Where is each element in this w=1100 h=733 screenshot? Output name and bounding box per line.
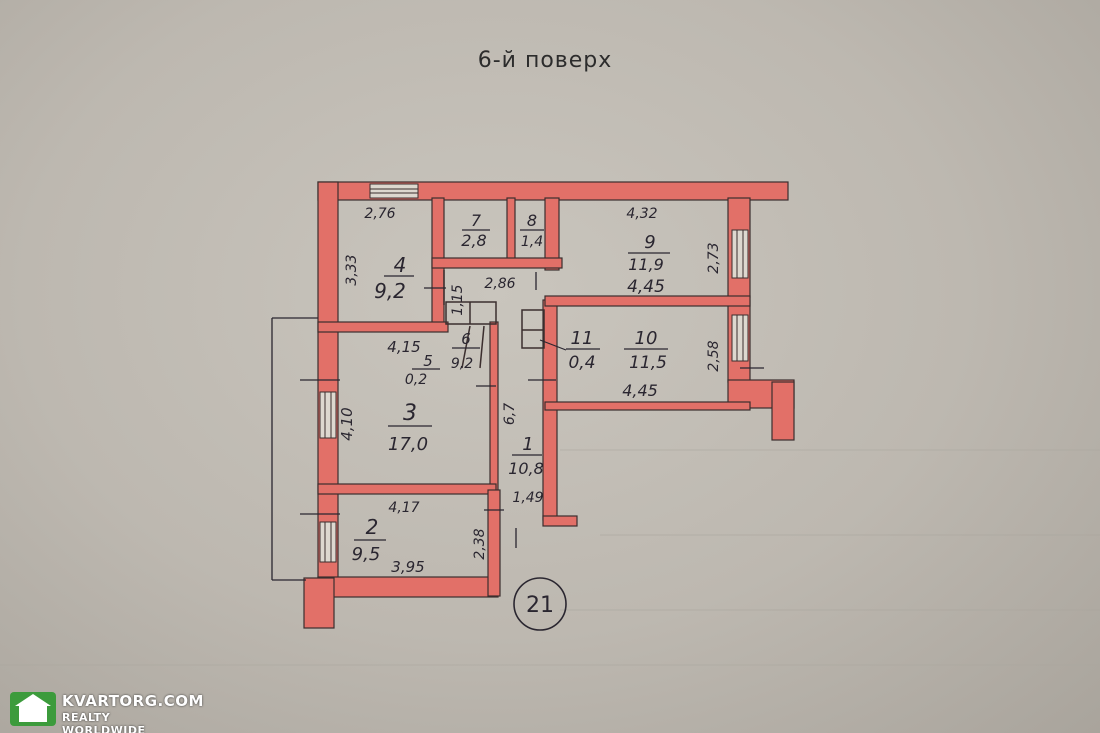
wall-room8-right	[544, 197, 560, 271]
wall-room9-bottom	[544, 295, 751, 307]
room-4-area: 9,2	[374, 279, 406, 303]
dim-room2-width: 4,17	[388, 500, 419, 516]
dim-room4-width: 2,76	[364, 206, 395, 222]
watermark: KVARTORG.COM REALTY WORLDWIDE	[8, 690, 203, 733]
room-9-number: 9	[644, 232, 655, 253]
room-9-label: 9 11,9	[628, 232, 670, 274]
dim-corridor-width: 2,86	[484, 276, 515, 292]
room-11-area: 0,4	[568, 353, 595, 373]
room-10-area: 11,5	[629, 353, 667, 373]
room-3-area: 17,0	[388, 434, 428, 455]
room-1-number: 1	[522, 434, 533, 455]
room-6-area: 9,2	[451, 356, 473, 372]
dimension-labels: 2,76 3,33 4,32 4,45 2,73 2,86 1,15 4,15 …	[338, 206, 722, 576]
small-rooms	[443, 270, 545, 369]
house-icon	[10, 692, 56, 726]
room-4-label: 4 9,2	[374, 253, 414, 303]
floor-title: 6-й поверх	[477, 48, 613, 73]
window-room3	[319, 391, 337, 439]
wall-entry	[542, 515, 578, 527]
room-6-number: 6	[461, 330, 471, 348]
wall-bottom	[317, 576, 499, 598]
wall-room2-right	[487, 489, 501, 597]
wall-room10-bottom	[544, 401, 751, 411]
dim-room9-length: 4,45	[627, 277, 665, 297]
plan-number: 21	[526, 593, 554, 618]
wall-left-stub	[303, 577, 335, 629]
window-room10	[731, 314, 749, 362]
room-7-area: 2,8	[461, 231, 486, 250]
window-room4	[369, 183, 419, 199]
room-2-area: 9,5	[352, 544, 381, 565]
wall-room4-bottom	[317, 321, 449, 333]
walls	[303, 181, 795, 629]
dim-room3-depth: 4,10	[338, 407, 356, 440]
room-1-label: 1 10,8	[508, 434, 544, 478]
door-ticks	[300, 272, 764, 548]
room-4-number: 4	[394, 253, 407, 277]
dim-room9-width: 4,32	[626, 206, 657, 222]
room-8-label: 8 1,4	[520, 211, 544, 250]
room-5-label: 5 0,2	[405, 352, 440, 388]
room-7-number: 7	[471, 211, 482, 230]
room-11-block	[521, 309, 545, 349]
window-room2	[319, 521, 337, 563]
room-8-area: 1,4	[521, 234, 543, 250]
room-6-label: 6 9,2	[451, 330, 480, 372]
plan-number-marker: 21	[513, 577, 567, 631]
wall-balcony-post	[771, 381, 795, 441]
window-room9	[731, 229, 749, 279]
room-1-area: 10,8	[508, 459, 544, 478]
wall-room3-right	[489, 321, 499, 493]
dim-room4-depth: 3,33	[344, 254, 360, 285]
room-11-label: 11 0,4	[539, 328, 600, 373]
dim-room10-length: 4,45	[622, 381, 658, 400]
dim-room2-depth: 2,38	[472, 528, 488, 559]
dim-room2-inner: 3,95	[391, 558, 424, 576]
room-10-number: 10	[635, 328, 658, 349]
dim-corridor-small: 1,15	[450, 284, 466, 315]
left-dimension-line	[271, 317, 318, 581]
windows	[319, 183, 749, 563]
room-5-6-block	[445, 301, 497, 325]
dim-corridor-length: 6,7	[502, 403, 518, 425]
watermark-brand: KVARTORG.COM	[62, 692, 204, 710]
room-2-number: 2	[366, 515, 379, 539]
room-3-label: 3 17,0	[388, 401, 432, 455]
room-10-label: 10 11,5	[624, 328, 668, 373]
wall-room3-bottom	[317, 483, 497, 495]
room-5-area: 0,2	[405, 372, 427, 388]
room-labels: 4 9,2 7 2,8 8 1,4 9 11,9 11	[352, 211, 670, 565]
dim-entry-width: 1,49	[512, 490, 543, 506]
room-2-label: 2 9,5	[352, 515, 386, 565]
room-9-area: 11,9	[628, 255, 664, 274]
room-11-number: 11	[571, 328, 594, 349]
watermark-tagline: REALTY WORLDWIDE	[62, 711, 146, 733]
room-8-number: 8	[527, 211, 537, 230]
room-3-number: 3	[403, 401, 417, 426]
wall-room7-bottom	[431, 257, 563, 269]
dim-room9-depth: 2,73	[706, 242, 722, 273]
paper-guide-lines	[0, 449, 1100, 666]
room-5-number: 5	[423, 352, 433, 370]
dim-room3-width: 4,15	[387, 338, 420, 356]
dim-room10-depth: 2,58	[706, 340, 722, 371]
room-7-label: 7 2,8	[461, 211, 490, 250]
wall-room7-right	[506, 197, 516, 261]
